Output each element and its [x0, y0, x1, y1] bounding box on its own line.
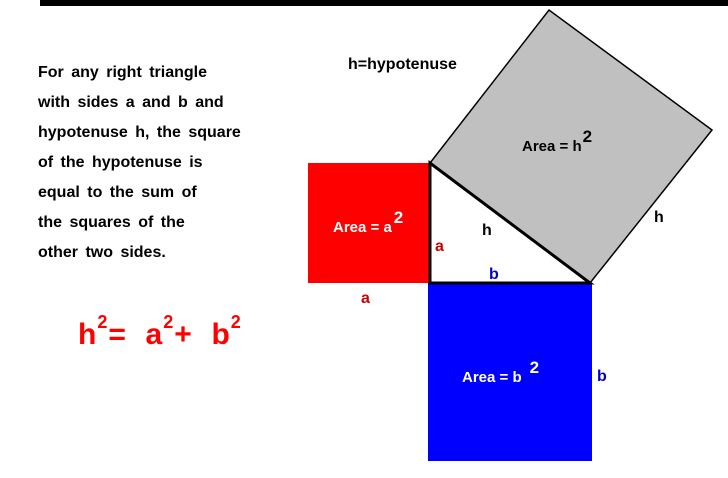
theorem-statement: For any right triangle with sides a and …: [38, 60, 288, 270]
statement-line: the squares of the: [38, 214, 185, 231]
formula-h: h: [78, 318, 98, 351]
pythagorean-formula: h2= a2+ b2: [78, 312, 242, 352]
square-side-a: [308, 163, 430, 283]
formula-h-exponent: 2: [97, 312, 109, 332]
side-a-label-outer: a: [361, 290, 370, 307]
side-a-label-inner: a: [435, 238, 444, 255]
statement-line: with sides a and b and: [38, 94, 224, 111]
top-rule-cap: [40, 0, 66, 4]
statement-line: For any right triangle: [38, 64, 208, 81]
top-rule: [40, 0, 728, 6]
formula-b-exponent: 2: [230, 312, 242, 332]
formula-b: b: [211, 318, 231, 351]
side-h-label-outer: h: [654, 209, 664, 226]
area-h-label: Area = h2: [522, 127, 592, 155]
legend-label: h=hypotenuse: [348, 56, 457, 73]
statement-line: hypotenuse h, the square: [38, 124, 241, 141]
formula-plus: +: [174, 318, 193, 351]
formula-a-exponent: 2: [163, 312, 175, 332]
square-side-b: [428, 283, 592, 461]
side-b-label-outer: b: [597, 368, 607, 385]
statement-line: other two sides.: [38, 244, 166, 261]
formula-a: a: [145, 318, 164, 351]
right-triangle: [428, 160, 595, 285]
area-b-label: Area = b2: [462, 358, 539, 386]
statement-line: of the hypotenuse is: [38, 154, 203, 171]
formula-equals: =: [108, 318, 127, 351]
area-a-label: Area = a2: [333, 208, 403, 236]
side-h-label-inner: h: [482, 222, 492, 239]
statement-line: equal to the sum of: [38, 184, 197, 201]
side-b-label-inner: b: [489, 266, 499, 283]
